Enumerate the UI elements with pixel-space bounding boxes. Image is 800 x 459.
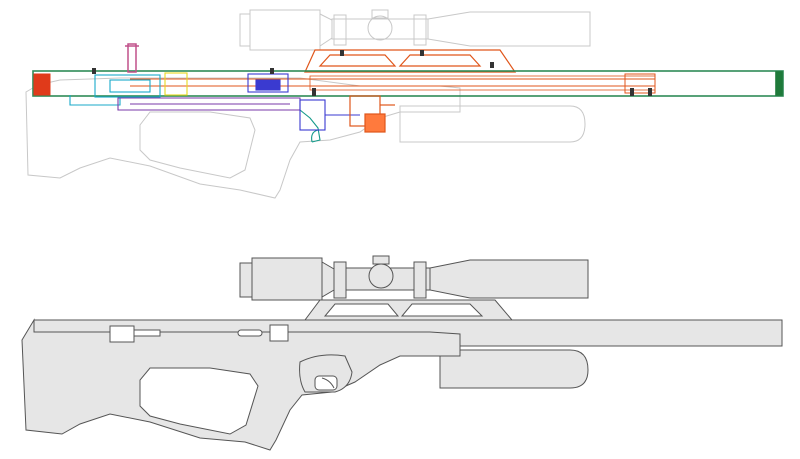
upper-mount-window-right bbox=[398, 54, 482, 67]
lower-trigger-area bbox=[299, 354, 353, 393]
upper-red-block bbox=[33, 73, 51, 96]
lower-mount-window-left bbox=[323, 303, 400, 317]
upper-blue-valve bbox=[247, 73, 289, 93]
upper-cyan-bolt bbox=[109, 79, 151, 93]
lower-scope bbox=[239, 255, 589, 301]
upper-stock-tank bbox=[399, 105, 586, 143]
lower-breech-slot bbox=[133, 329, 161, 337]
upper-scope-objective bbox=[427, 11, 591, 47]
lower-scope-turret-cap bbox=[372, 255, 390, 265]
upper-stock-grip-cutout bbox=[139, 111, 256, 179]
upper-barrel-muzzle bbox=[775, 71, 783, 96]
lower-breech-port bbox=[109, 325, 135, 343]
marker-6 bbox=[648, 88, 652, 96]
upper-regulator-cap bbox=[364, 113, 386, 133]
upper-teal-sear bbox=[299, 109, 321, 143]
lower-mount-window-right bbox=[400, 303, 484, 317]
marker-5 bbox=[630, 88, 634, 96]
lower-scope-taper bbox=[321, 261, 335, 298]
upper-markers bbox=[92, 50, 652, 96]
trigger-icon bbox=[314, 375, 338, 391]
lower-scope-objective bbox=[429, 259, 589, 299]
lower-scope-ocular bbox=[251, 257, 323, 301]
marker-3 bbox=[490, 62, 494, 68]
upper-scope-turret-cap bbox=[371, 9, 389, 19]
upper-scope-ring-rear bbox=[413, 14, 427, 46]
lower-mount bbox=[304, 299, 514, 321]
upper-barrel-front-bush bbox=[624, 73, 656, 94]
upper-blue-trigger-guard bbox=[299, 99, 326, 131]
upper-internals bbox=[69, 72, 360, 143]
marker-2 bbox=[420, 50, 424, 56]
lower-trigger-guard bbox=[299, 354, 353, 393]
lower-side-slot bbox=[237, 329, 263, 337]
upper-scope-turret bbox=[367, 15, 393, 41]
upper-mount bbox=[304, 49, 517, 73]
upper-scope-tube bbox=[331, 18, 429, 40]
lower-scope-ring-front bbox=[333, 261, 347, 299]
upper-cyan-breech bbox=[94, 74, 161, 98]
lower-trigger-blade bbox=[321, 377, 335, 389]
lower-silhouette bbox=[21, 255, 783, 451]
upper-regulator bbox=[349, 95, 395, 133]
lower-scope-eyepiece bbox=[239, 262, 253, 298]
upper-scope-ring-front bbox=[333, 14, 347, 46]
upper-schematic bbox=[25, 9, 784, 199]
upper-magenta-loader bbox=[125, 43, 139, 73]
upper-scope bbox=[239, 9, 591, 51]
upper-magenta-knob bbox=[127, 43, 137, 73]
upper-barrel-inner-tube bbox=[309, 75, 656, 91]
upper-mount-rail bbox=[304, 49, 517, 73]
lower-scope-ring-rear bbox=[413, 261, 427, 299]
marker-7 bbox=[92, 68, 96, 74]
marker-4 bbox=[312, 88, 316, 96]
upper-barrel-shroud bbox=[32, 70, 784, 97]
upper-barrel bbox=[32, 70, 784, 97]
upper-yellow-magazine bbox=[164, 72, 188, 96]
upper-scope-eyepiece bbox=[239, 13, 251, 47]
upper-mount-window-left bbox=[318, 54, 397, 67]
marker-8 bbox=[270, 68, 274, 74]
upper-scope-taper bbox=[319, 13, 333, 47]
lower-grip-cutout bbox=[139, 367, 259, 435]
upper-scope-ocular bbox=[249, 9, 321, 51]
lower-scope-turret bbox=[368, 263, 394, 289]
marker-1 bbox=[340, 50, 344, 56]
upper-blue-valve-body bbox=[255, 79, 281, 91]
lower-breech-details bbox=[109, 324, 289, 343]
lower-tank bbox=[439, 349, 589, 389]
lower-side-window bbox=[269, 324, 289, 342]
upper-cyan-linkage bbox=[69, 95, 121, 106]
